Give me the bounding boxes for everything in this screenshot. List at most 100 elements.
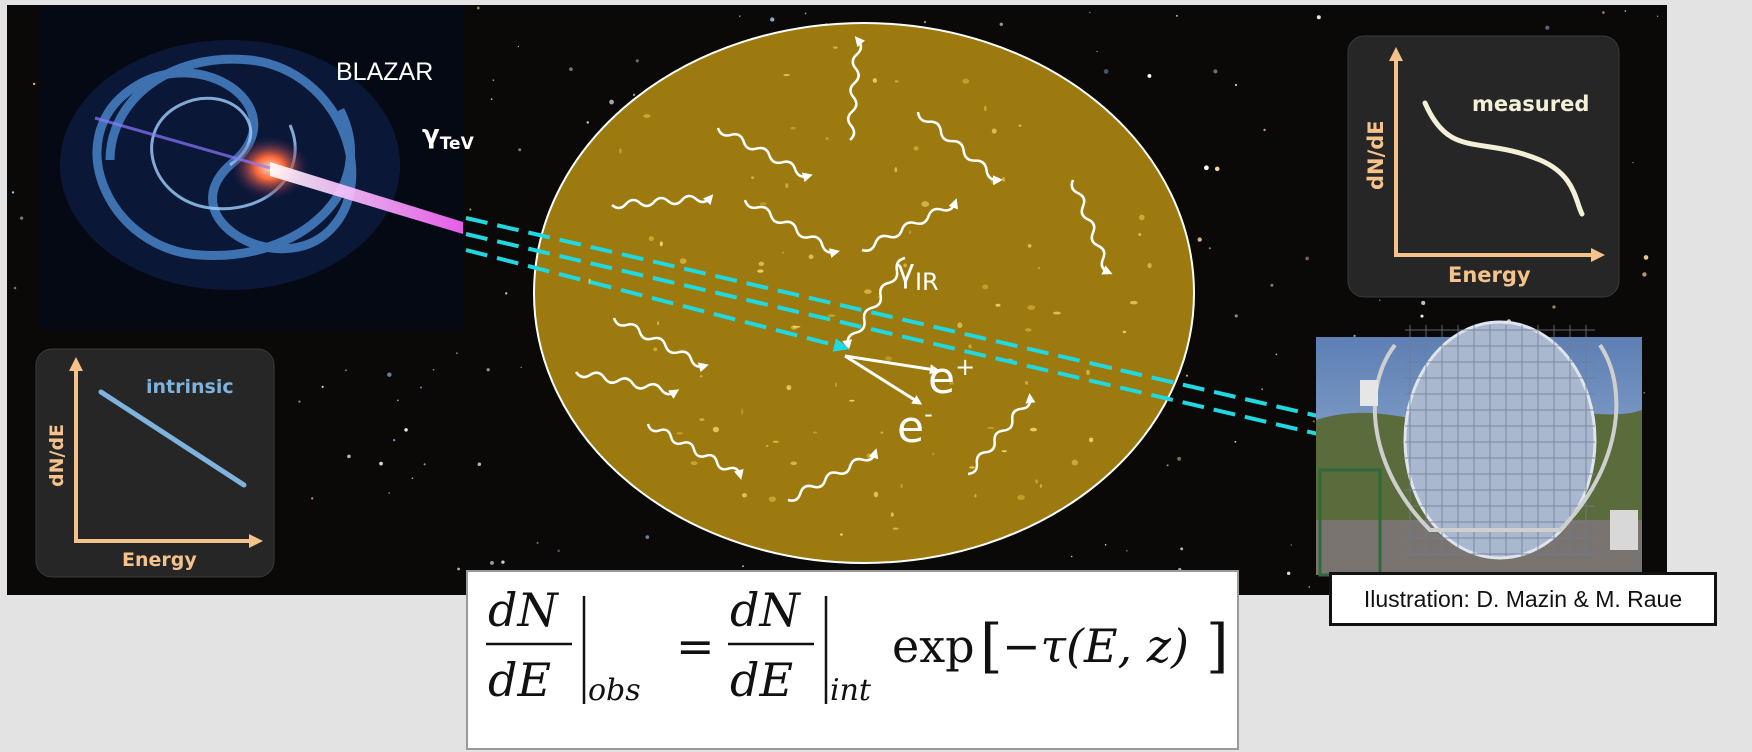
star — [770, 17, 775, 22]
formula-open-bracket: [ — [980, 612, 1003, 680]
star — [536, 541, 539, 544]
ebl-galaxy — [982, 284, 989, 290]
star — [517, 45, 520, 48]
pair-production-arrows — [844, 354, 940, 405]
star — [404, 428, 408, 432]
star — [1213, 69, 1218, 74]
ebl-galaxy — [968, 344, 972, 349]
star — [1070, 555, 1073, 558]
ebl-galaxy — [974, 493, 977, 498]
ebl-photon — [842, 256, 906, 350]
ebl-galaxy — [741, 493, 747, 498]
formula-rhs-numerator: dN — [730, 583, 801, 637]
ebl-galaxy — [657, 321, 660, 326]
formula-close-bracket: ] — [1206, 612, 1229, 680]
star — [387, 372, 392, 377]
star — [1125, 549, 1128, 552]
ebl-galaxy — [969, 466, 975, 469]
formula-rhs-denominator: dE — [730, 653, 793, 707]
ebl-galaxy — [894, 167, 898, 173]
star — [1643, 391, 1646, 394]
star — [1185, 374, 1188, 377]
star — [1104, 543, 1107, 546]
star — [1286, 571, 1291, 576]
ebl-galaxy — [900, 483, 903, 489]
ebl-galaxy — [690, 461, 698, 466]
star — [742, 565, 744, 568]
star — [1096, 50, 1098, 53]
star — [19, 216, 24, 220]
star — [923, 20, 927, 24]
star — [586, 121, 589, 124]
star — [632, 93, 636, 97]
star — [1353, 334, 1356, 338]
ebl-galaxy — [679, 258, 687, 264]
ebl-galaxy — [786, 384, 792, 391]
star — [609, 99, 614, 105]
measured-plot-axes — [1389, 47, 1605, 262]
ebl-galaxy — [741, 408, 744, 415]
star — [486, 368, 490, 372]
gamma-ray-beams — [465, 216, 1343, 443]
ebl-galaxy — [699, 418, 705, 422]
formula-lhs-denominator: dE — [488, 653, 551, 707]
ebl-galaxy — [873, 491, 879, 498]
intrinsic-curve — [98, 389, 247, 488]
diagram-canvas: BLAZAR γTeV γIR e+ e- measured Energy dN… — [7, 5, 1667, 595]
ebl-photon — [916, 111, 1003, 186]
star — [411, 477, 414, 480]
star — [1643, 255, 1649, 260]
telescope-photo — [1316, 320, 1642, 577]
star — [518, 148, 522, 152]
intrinsic-plot-axes — [69, 357, 263, 548]
ebl-galaxy — [1029, 427, 1037, 432]
blazar-label: BLAZAR — [336, 58, 433, 86]
ebl-galaxy — [849, 399, 855, 402]
star — [1204, 165, 1209, 171]
ebl-galaxy — [1071, 459, 1078, 466]
star — [477, 462, 482, 467]
measured-plot-panel — [1347, 35, 1620, 298]
ebl-photons — [574, 36, 1113, 502]
star — [1642, 272, 1647, 277]
star — [379, 461, 383, 466]
gamma-tev-label: γTeV — [422, 120, 475, 154]
ebl-galaxy — [1089, 437, 1094, 443]
star — [1552, 305, 1556, 309]
star — [645, 535, 650, 539]
star — [1180, 547, 1184, 551]
ebl-galaxy — [653, 347, 658, 352]
ebl-galaxy — [885, 356, 893, 361]
ebl-galaxy — [1027, 244, 1032, 248]
ebl-galaxy — [962, 78, 970, 84]
ebl-galaxy — [932, 452, 935, 456]
star — [1657, 15, 1659, 17]
star — [13, 286, 17, 290]
star — [1290, 544, 1293, 546]
intrinsic-ylabel: dN/dE — [46, 424, 68, 487]
ebl-galaxy — [792, 325, 801, 328]
ebl-photon — [967, 393, 1036, 476]
star — [1316, 15, 1321, 20]
star — [1234, 440, 1237, 443]
measured-ylabel: dN/dE — [1364, 120, 1388, 190]
ebl-galaxy — [872, 78, 877, 83]
star — [489, 560, 494, 565]
star — [1197, 237, 1202, 242]
ebl-galaxy — [643, 114, 651, 118]
star — [476, 6, 480, 10]
star — [1147, 74, 1152, 78]
ebl-photon — [612, 317, 709, 373]
ebl-galaxy — [957, 322, 963, 329]
star — [1545, 25, 1550, 30]
ebl-galaxy — [1002, 176, 1005, 182]
credit-box: Ilustration: D. Mazin & M. Raue — [1329, 572, 1717, 626]
ebl-photon — [787, 448, 879, 502]
formula-bracket-content: −τ(E, z) — [1002, 619, 1189, 673]
ebl-galaxy — [785, 183, 789, 189]
formula-exp: exp — [892, 619, 975, 673]
measured-xlabel: Energy — [1448, 263, 1531, 287]
star — [1089, 11, 1091, 14]
measured-curve — [1422, 100, 1585, 217]
intrinsic-xlabel: Energy — [122, 549, 197, 571]
